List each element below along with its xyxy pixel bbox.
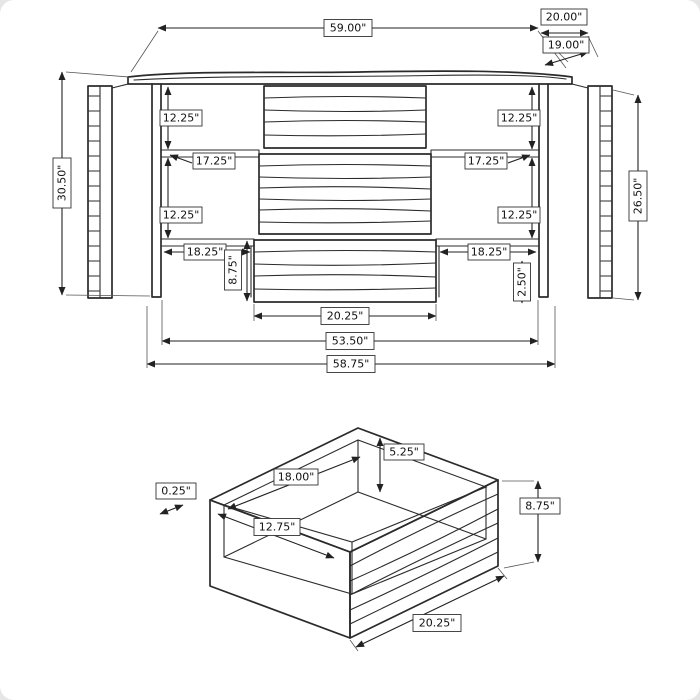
dim-inner-height-label: 5.25" bbox=[389, 446, 419, 459]
dim-drawer-width-label: 20.25" bbox=[327, 310, 364, 323]
dim-top-surface-depth-label: 19.00" bbox=[548, 39, 585, 52]
dim-front-width-label: 20.25" bbox=[419, 617, 456, 630]
dim-upper-right-opening-label: 12.25" bbox=[501, 112, 538, 125]
cabinet-right-door bbox=[571, 83, 613, 299]
cabinet-bottom-drawer bbox=[253, 239, 437, 303]
dim-lower-right-opening-label: 12.25" bbox=[501, 209, 538, 222]
dim-lower-right-opening: 12.25" bbox=[497, 206, 541, 224]
drawer-detail-view: 5.25" 18.00" 0.25" 12.75" 8.75" 20.25" bbox=[155, 427, 561, 652]
cabinet-front-view: 59.00" 20.00" 19.00" 30.50" 26.50" 12.25… bbox=[52, 8, 648, 373]
dim-base-width: 58.75" bbox=[326, 355, 376, 373]
dim-right-side-height: 26.50" bbox=[628, 170, 648, 222]
dim-panel-thickness-label: 0.25" bbox=[161, 485, 191, 498]
dim-overall-height: 30.50" bbox=[52, 157, 72, 209]
dim-left-bottom-opening: 18.25" bbox=[183, 243, 227, 261]
dim-right-side-height-label: 26.50" bbox=[632, 178, 645, 215]
dim-top-surface-depth: 19.00" bbox=[542, 36, 590, 54]
dim-lower-left-opening-label: 12.25" bbox=[163, 209, 200, 222]
dim-right-bottom-opening: 18.25" bbox=[467, 243, 511, 261]
cabinet-left-door bbox=[87, 83, 129, 299]
dim-top-width-label: 59.00" bbox=[330, 22, 367, 35]
dim-front-height: 8.75" bbox=[519, 497, 561, 515]
cabinet-top-slab bbox=[127, 70, 573, 85]
dim-top-width: 59.00" bbox=[323, 19, 373, 37]
drawer-dimension-lines bbox=[159, 437, 542, 652]
dim-drawer-height-label: 8.75" bbox=[227, 255, 240, 285]
dim-interior-width-label: 53.50" bbox=[332, 335, 369, 348]
dim-top-depth-label: 20.00" bbox=[546, 11, 583, 24]
dim-inner-depth: 12.75" bbox=[253, 518, 301, 536]
dim-right-shelf-depth: 17.25" bbox=[464, 152, 508, 170]
dim-lower-left-opening: 12.25" bbox=[159, 206, 203, 224]
dim-front-height-label: 8.75" bbox=[525, 500, 555, 513]
dim-left-shelf-depth: 17.25" bbox=[192, 152, 236, 170]
dim-upper-left-opening: 12.25" bbox=[159, 109, 203, 127]
dim-inner-width: 18.00" bbox=[273, 468, 319, 486]
dim-front-width: 20.25" bbox=[412, 614, 462, 632]
dim-left-shelf-depth-label: 17.25" bbox=[196, 155, 233, 168]
dim-left-bottom-opening-label: 18.25" bbox=[187, 246, 224, 259]
dim-base-width-label: 58.75" bbox=[333, 358, 370, 371]
dim-right-bottom-opening-label: 18.25" bbox=[471, 246, 508, 259]
dim-upper-right-opening: 12.25" bbox=[497, 109, 541, 127]
dim-panel-thickness: 0.25" bbox=[155, 482, 197, 500]
dim-upper-left-opening-label: 12.25" bbox=[163, 112, 200, 125]
dim-inner-height: 5.25" bbox=[383, 443, 425, 461]
dim-top-depth: 20.00" bbox=[540, 8, 588, 26]
dim-drawer-width: 20.25" bbox=[320, 307, 370, 325]
cabinet-top-drawer bbox=[263, 85, 427, 149]
dim-inner-depth-label: 12.75" bbox=[259, 521, 296, 534]
cabinet-middle-drawer bbox=[258, 153, 432, 235]
dim-interior-width: 53.50" bbox=[325, 332, 375, 350]
dim-bottom-clearance: 2.50" bbox=[513, 262, 531, 302]
drawer-front-slats bbox=[349, 493, 499, 625]
dim-inner-width-label: 18.00" bbox=[278, 471, 315, 484]
dim-overall-height-label: 30.50" bbox=[56, 165, 69, 202]
dim-drawer-height: 8.75" bbox=[224, 249, 242, 291]
dim-bottom-clearance-label: 2.50" bbox=[516, 267, 529, 297]
dim-right-shelf-depth-label: 17.25" bbox=[468, 155, 505, 168]
